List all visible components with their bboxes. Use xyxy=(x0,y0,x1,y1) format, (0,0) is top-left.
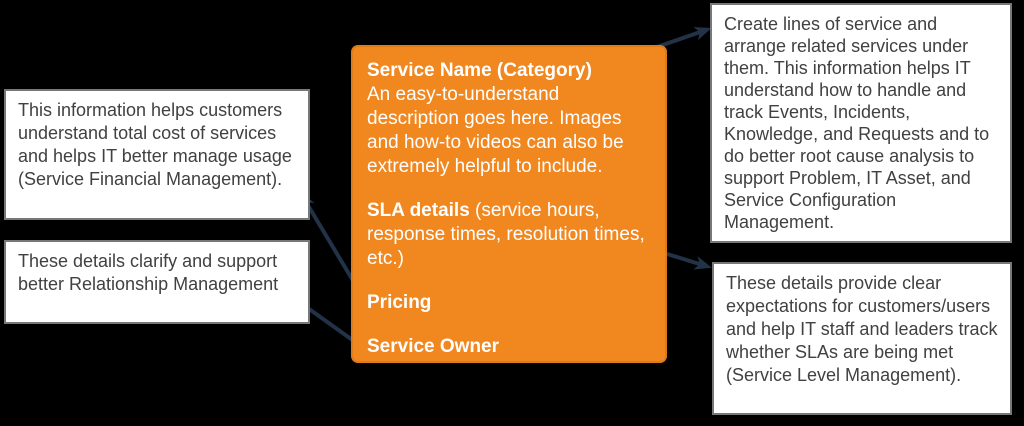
callout-text: This information helps customers underst… xyxy=(18,100,292,189)
callout-lines-of-service: Create lines of service and arrange rela… xyxy=(710,3,1012,243)
card-section-pricing: Pricing xyxy=(367,292,432,313)
callout-service-financial-management: This information helps customers underst… xyxy=(4,89,310,220)
callout-service-level-management: These details provide clear expectations… xyxy=(712,262,1012,415)
callout-text: These details provide clear expectations… xyxy=(726,273,998,385)
callout-text: Create lines of service and arrange rela… xyxy=(724,14,990,232)
sla-details-text: (service hours, response times, resoluti… xyxy=(367,200,645,269)
service-catalog-entry-card: Service Name (Category) An easy-to-under… xyxy=(351,45,667,363)
service-name-heading: Service Name (Category) xyxy=(367,60,592,81)
service-description-text: An easy-to-understand description goes h… xyxy=(367,84,624,177)
card-section-service-owner: Service Owner xyxy=(367,336,500,357)
card-section-sla-details: SLA details (service hours, response tim… xyxy=(367,199,651,271)
callout-relationship-management: These details clarify and support better… xyxy=(4,240,310,324)
card-section-service-name: Service Name (Category) An easy-to-under… xyxy=(367,59,651,179)
callout-text: These details clarify and support better… xyxy=(18,251,279,294)
arrow-pricing-to-left-top xyxy=(299,191,360,291)
sla-details-heading: SLA details xyxy=(367,200,470,221)
